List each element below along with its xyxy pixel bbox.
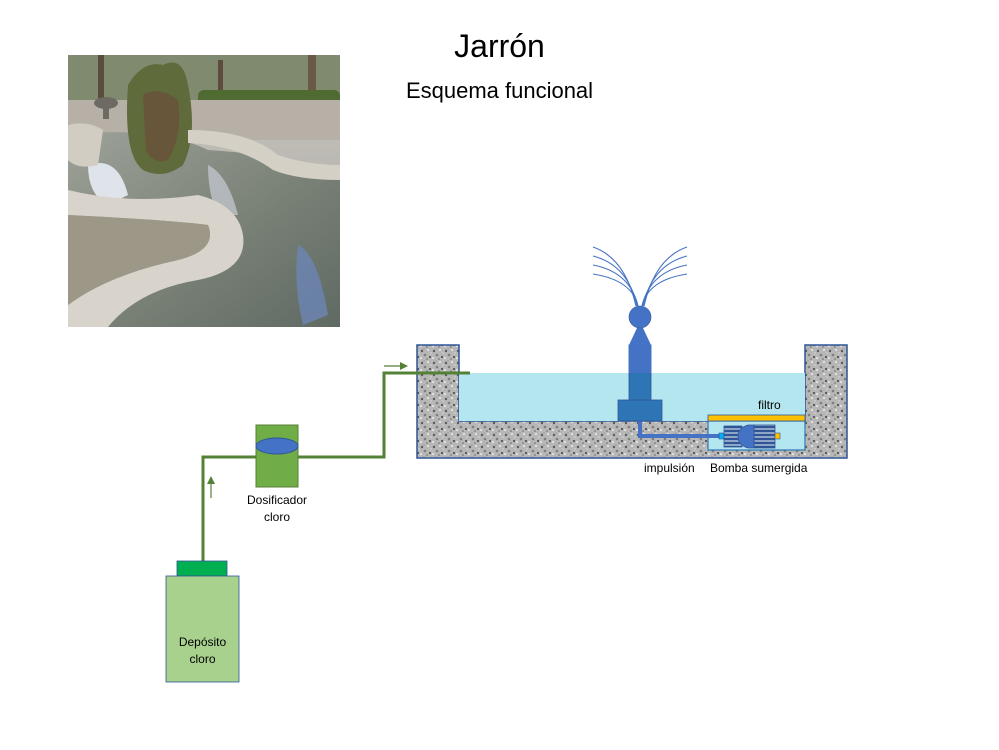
- fountain-nozzle: [617, 305, 663, 422]
- pump-body-right: [753, 424, 776, 449]
- dosifier-label-line2: cloro: [263, 510, 290, 524]
- dosifier-label-line1: Dosificador: [246, 493, 308, 507]
- jet-left-4: [592, 273, 639, 307]
- tank-body: [165, 575, 240, 683]
- jet-left-3: [592, 264, 639, 307]
- nozzle-base: [617, 399, 663, 422]
- chlorine-pipe: [201, 371, 470, 562]
- pump-motor: [737, 424, 755, 449]
- pipe-dosifier-to-basin: [298, 371, 470, 459]
- dosifier-body: [255, 424, 299, 488]
- tank-label: Depósito cloro: [166, 634, 239, 668]
- jet-right-3: [641, 264, 688, 307]
- tank-label-line1: Depósito: [178, 635, 227, 649]
- nozzle-neck: [629, 328, 651, 345]
- jet-right-2: [642, 255, 688, 307]
- impulsion-pipe: [638, 421, 722, 438]
- nozzle-column-dry: [629, 345, 651, 373]
- flow-arrow-up: [207, 476, 215, 498]
- water-jets: [592, 246, 688, 307]
- pump-inlet: [718, 432, 725, 440]
- submerged-pump: [718, 424, 781, 449]
- fountain-photo-image: [68, 55, 340, 327]
- jet-right-4: [641, 273, 688, 307]
- nozzle-head: [628, 305, 652, 329]
- pump-label: Bomba sumergida: [710, 461, 808, 475]
- tank-cap: [176, 560, 228, 577]
- chlorine-dosifier: [255, 424, 299, 488]
- filter: [707, 414, 806, 422]
- impulsion-label: impulsión: [644, 461, 695, 475]
- pipe-tank-to-dosifier: [201, 455, 256, 562]
- page-subtitle: Esquema funcional: [405, 78, 594, 103]
- filter-label: filtro: [758, 398, 781, 412]
- pump-outlet: [774, 432, 781, 440]
- fountain-photo: [68, 55, 340, 327]
- dosifier-label: Dosificador cloro: [237, 492, 317, 526]
- jet-left-2: [592, 255, 638, 307]
- flow-arrow-right: [384, 362, 408, 370]
- tank-label-line2: cloro: [189, 652, 216, 666]
- page-title: Jarrón: [454, 28, 545, 64]
- dosifier-window: [255, 437, 299, 455]
- jet-right-1: [643, 246, 688, 307]
- chlorine-tank: [165, 560, 240, 683]
- jet-left-1: [592, 246, 637, 307]
